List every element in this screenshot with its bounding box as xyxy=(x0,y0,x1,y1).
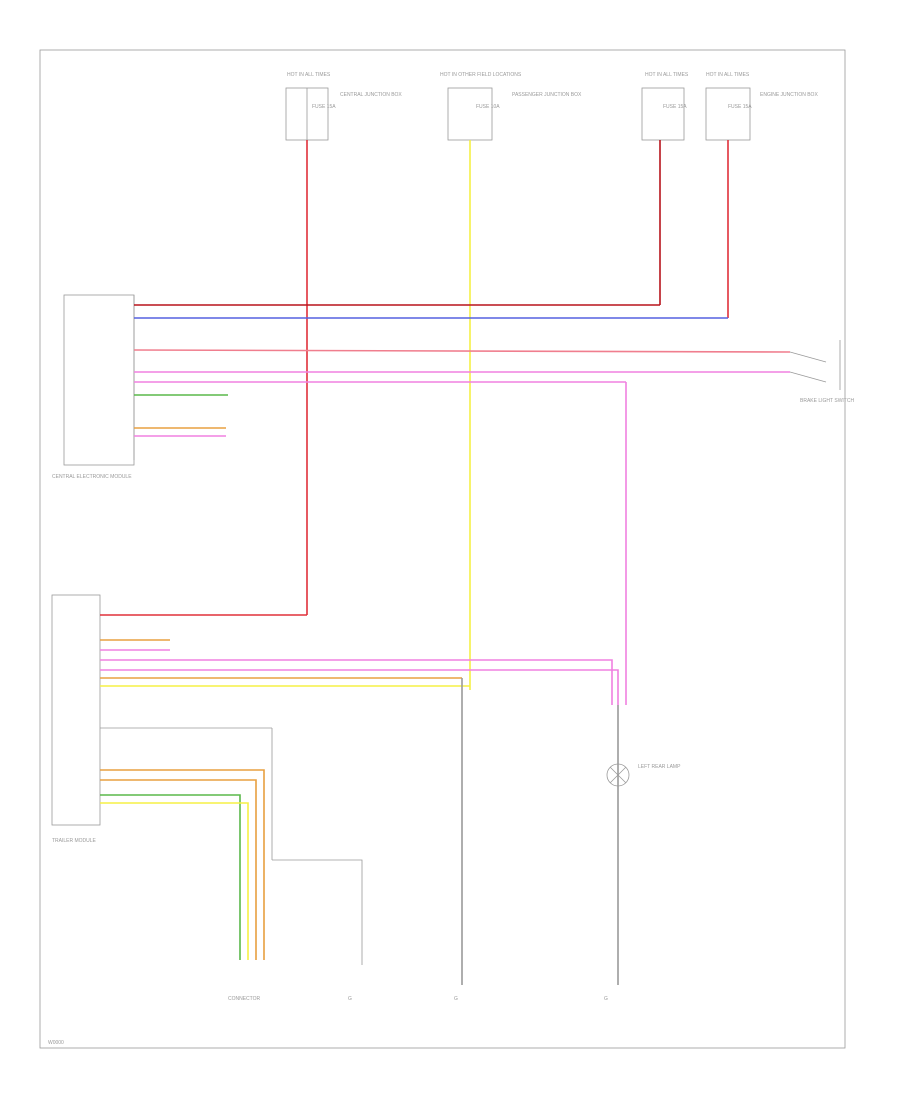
footer-code: W0000 xyxy=(48,1040,64,1046)
wire-pink-red xyxy=(133,349,791,353)
wire-green-connector xyxy=(100,794,241,960)
wire-orange-connector xyxy=(100,769,265,960)
fuse-4-header: HOT IN ALL TIMES xyxy=(706,72,750,78)
fuse-box-3: HOT IN ALL TIMES FUSE 15A xyxy=(641,72,689,141)
wire-yellow-connector xyxy=(100,802,249,960)
diagram-border xyxy=(39,49,846,1049)
fuse-4-rating: FUSE 15A xyxy=(728,104,752,110)
ground-c-label: G xyxy=(604,996,608,1002)
fuse-2-rating: FUSE 10A xyxy=(476,104,500,110)
fuse-1-header: HOT IN ALL TIMES xyxy=(287,72,331,78)
fuse-box-2: HOT IN OTHER FIELD LOCATIONS FUSE 10A PA… xyxy=(440,72,582,141)
wire-pink-trailer xyxy=(100,659,613,705)
fuse-2-location: PASSENGER JUNCTION BOX xyxy=(512,92,582,98)
fuse-1-location: CENTRAL JUNCTION BOX xyxy=(340,92,402,98)
trailer-module-label: TRAILER MODULE xyxy=(52,838,97,844)
connector-label: CONNECTOR xyxy=(228,996,261,1002)
brake-switch-label: BRAKE LIGHT SWITCH xyxy=(800,398,854,404)
wire-orange-connector-2 xyxy=(100,779,257,960)
wire-pink-trailer-2 xyxy=(100,669,619,705)
fuse-box-4: HOT IN ALL TIMES FUSE 15A ENGINE JUNCTIO… xyxy=(705,72,818,141)
fuse-box-1: HOT IN ALL TIMES FUSE 15A CENTRAL JUNCTI… xyxy=(285,72,402,141)
lamp-label: LEFT REAR LAMP xyxy=(638,764,681,770)
fuse-1-rating: FUSE 15A xyxy=(312,104,336,110)
brake-light-switch: BRAKE LIGHT SWITCH xyxy=(789,340,854,404)
central-module: CENTRAL ELECTRONIC MODULE xyxy=(52,294,135,480)
ground-a-label: G xyxy=(348,996,352,1002)
central-module-label: CENTRAL ELECTRONIC MODULE xyxy=(52,474,132,480)
trailer-module: TRAILER MODULE xyxy=(51,594,101,844)
ground-b-label: G xyxy=(454,996,458,1002)
wire-gray-ground-a xyxy=(272,859,363,965)
fuse-2-header: HOT IN OTHER FIELD LOCATIONS xyxy=(440,72,522,78)
fuse-4-location: ENGINE JUNCTION BOX xyxy=(760,92,818,98)
fuse-3-rating: FUSE 15A xyxy=(663,104,687,110)
fuse-3-header: HOT IN ALL TIMES xyxy=(645,72,689,78)
